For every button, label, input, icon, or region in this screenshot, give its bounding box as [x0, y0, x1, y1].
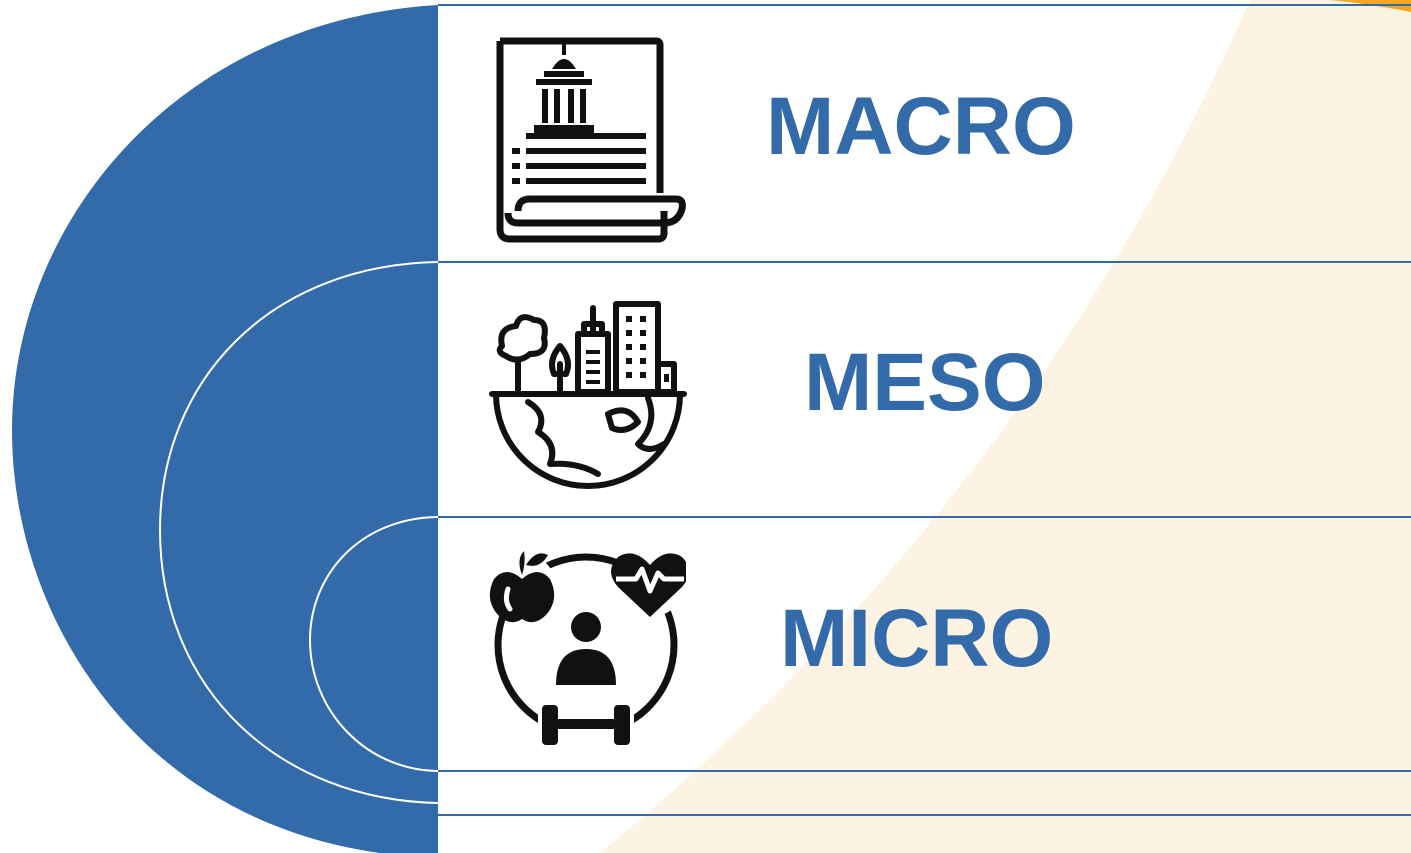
city-globe-icon	[489, 301, 687, 489]
meso-label: MESO	[804, 337, 1046, 428]
micro-arc	[308, 516, 439, 772]
macro-label: MACRO	[766, 81, 1076, 172]
micro-label: MICRO	[780, 593, 1054, 684]
government-document-icon	[496, 37, 686, 243]
orange-corner-accent	[1330, 0, 1411, 12]
personal-health-icon	[488, 545, 686, 745]
meso-arc	[158, 261, 439, 804]
macro-arc	[12, 5, 438, 853]
cream-band	[600, 0, 1411, 853]
